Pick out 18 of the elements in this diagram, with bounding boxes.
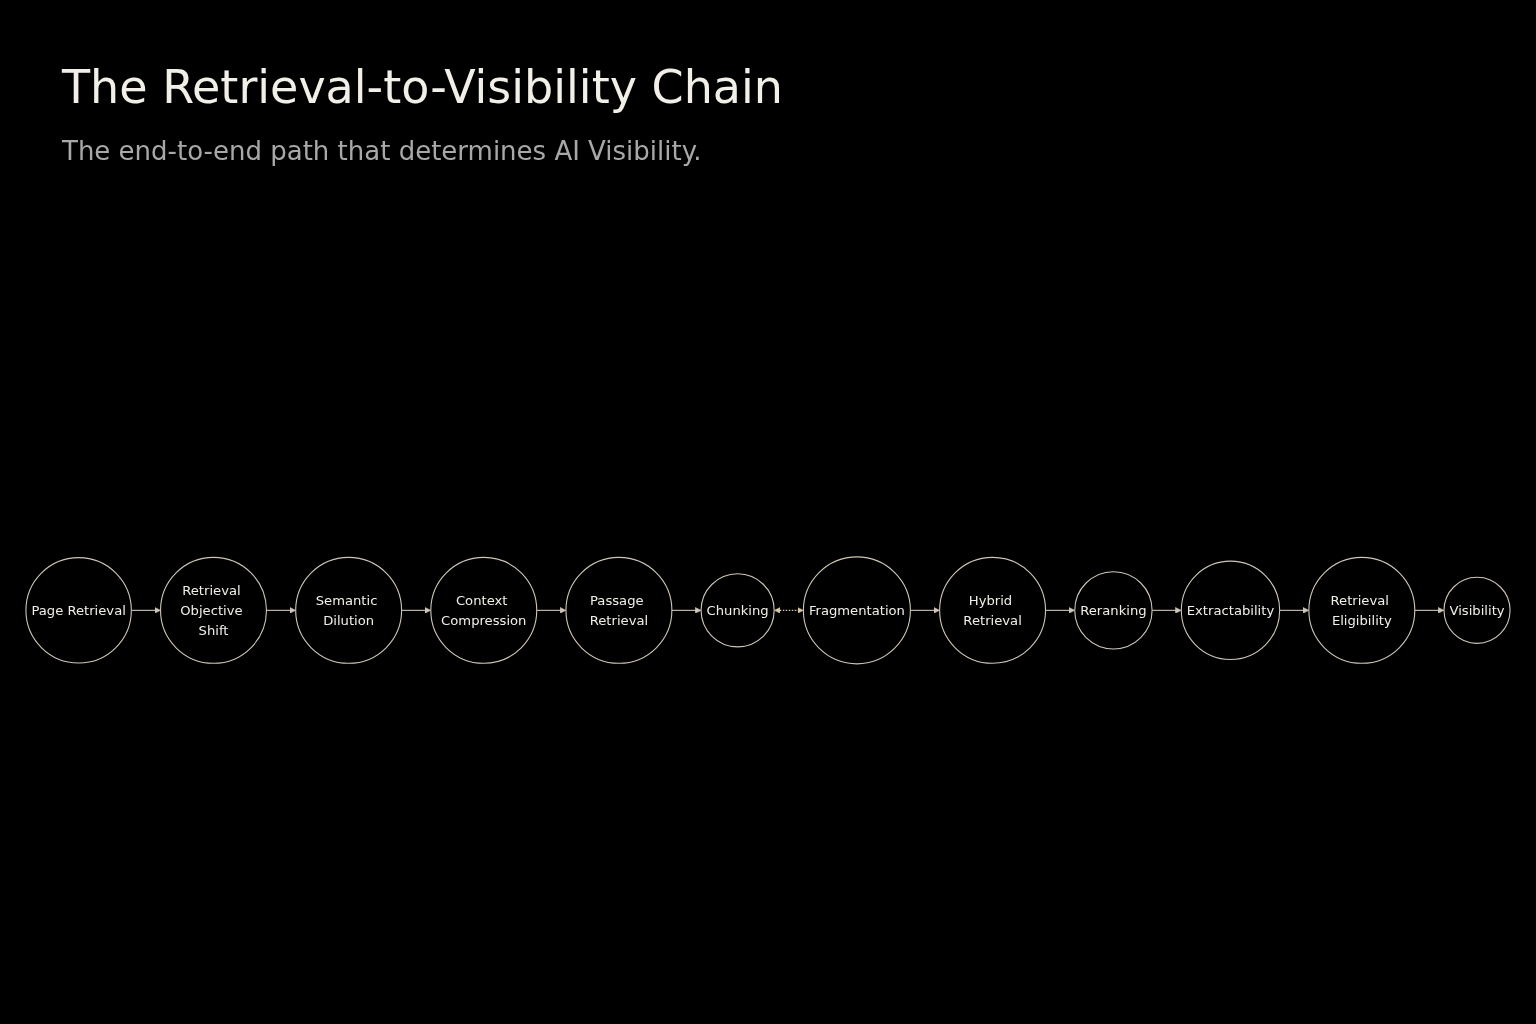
title: The Retrieval-to-Visibility Chain [62,60,783,114]
node-circle: Passage Retrieval [565,556,673,664]
node-circle: Chunking [700,572,775,648]
node-circle: Fragmentation [802,555,911,665]
arrow [1414,606,1445,614]
arrow [536,606,567,614]
node-circle: Extractability [1180,560,1281,660]
arrow [671,606,702,614]
subtitle: The end-to-end path that determines AI Visibility. [62,136,702,166]
node-circle: Page Retrieval [25,556,132,664]
node-circle: Hybrid Retrieval [939,556,1047,664]
node-circle: Reranking [1074,570,1153,650]
node-circle: Retrieval Eligibility [1308,556,1416,664]
node-circle: Context Compression [430,556,538,664]
node-circle: Visibility [1443,576,1511,644]
arrow [774,606,804,614]
node-circle: Semantic Dilution [295,556,403,664]
node-circle: Retrieval Objective Shift [160,556,268,664]
